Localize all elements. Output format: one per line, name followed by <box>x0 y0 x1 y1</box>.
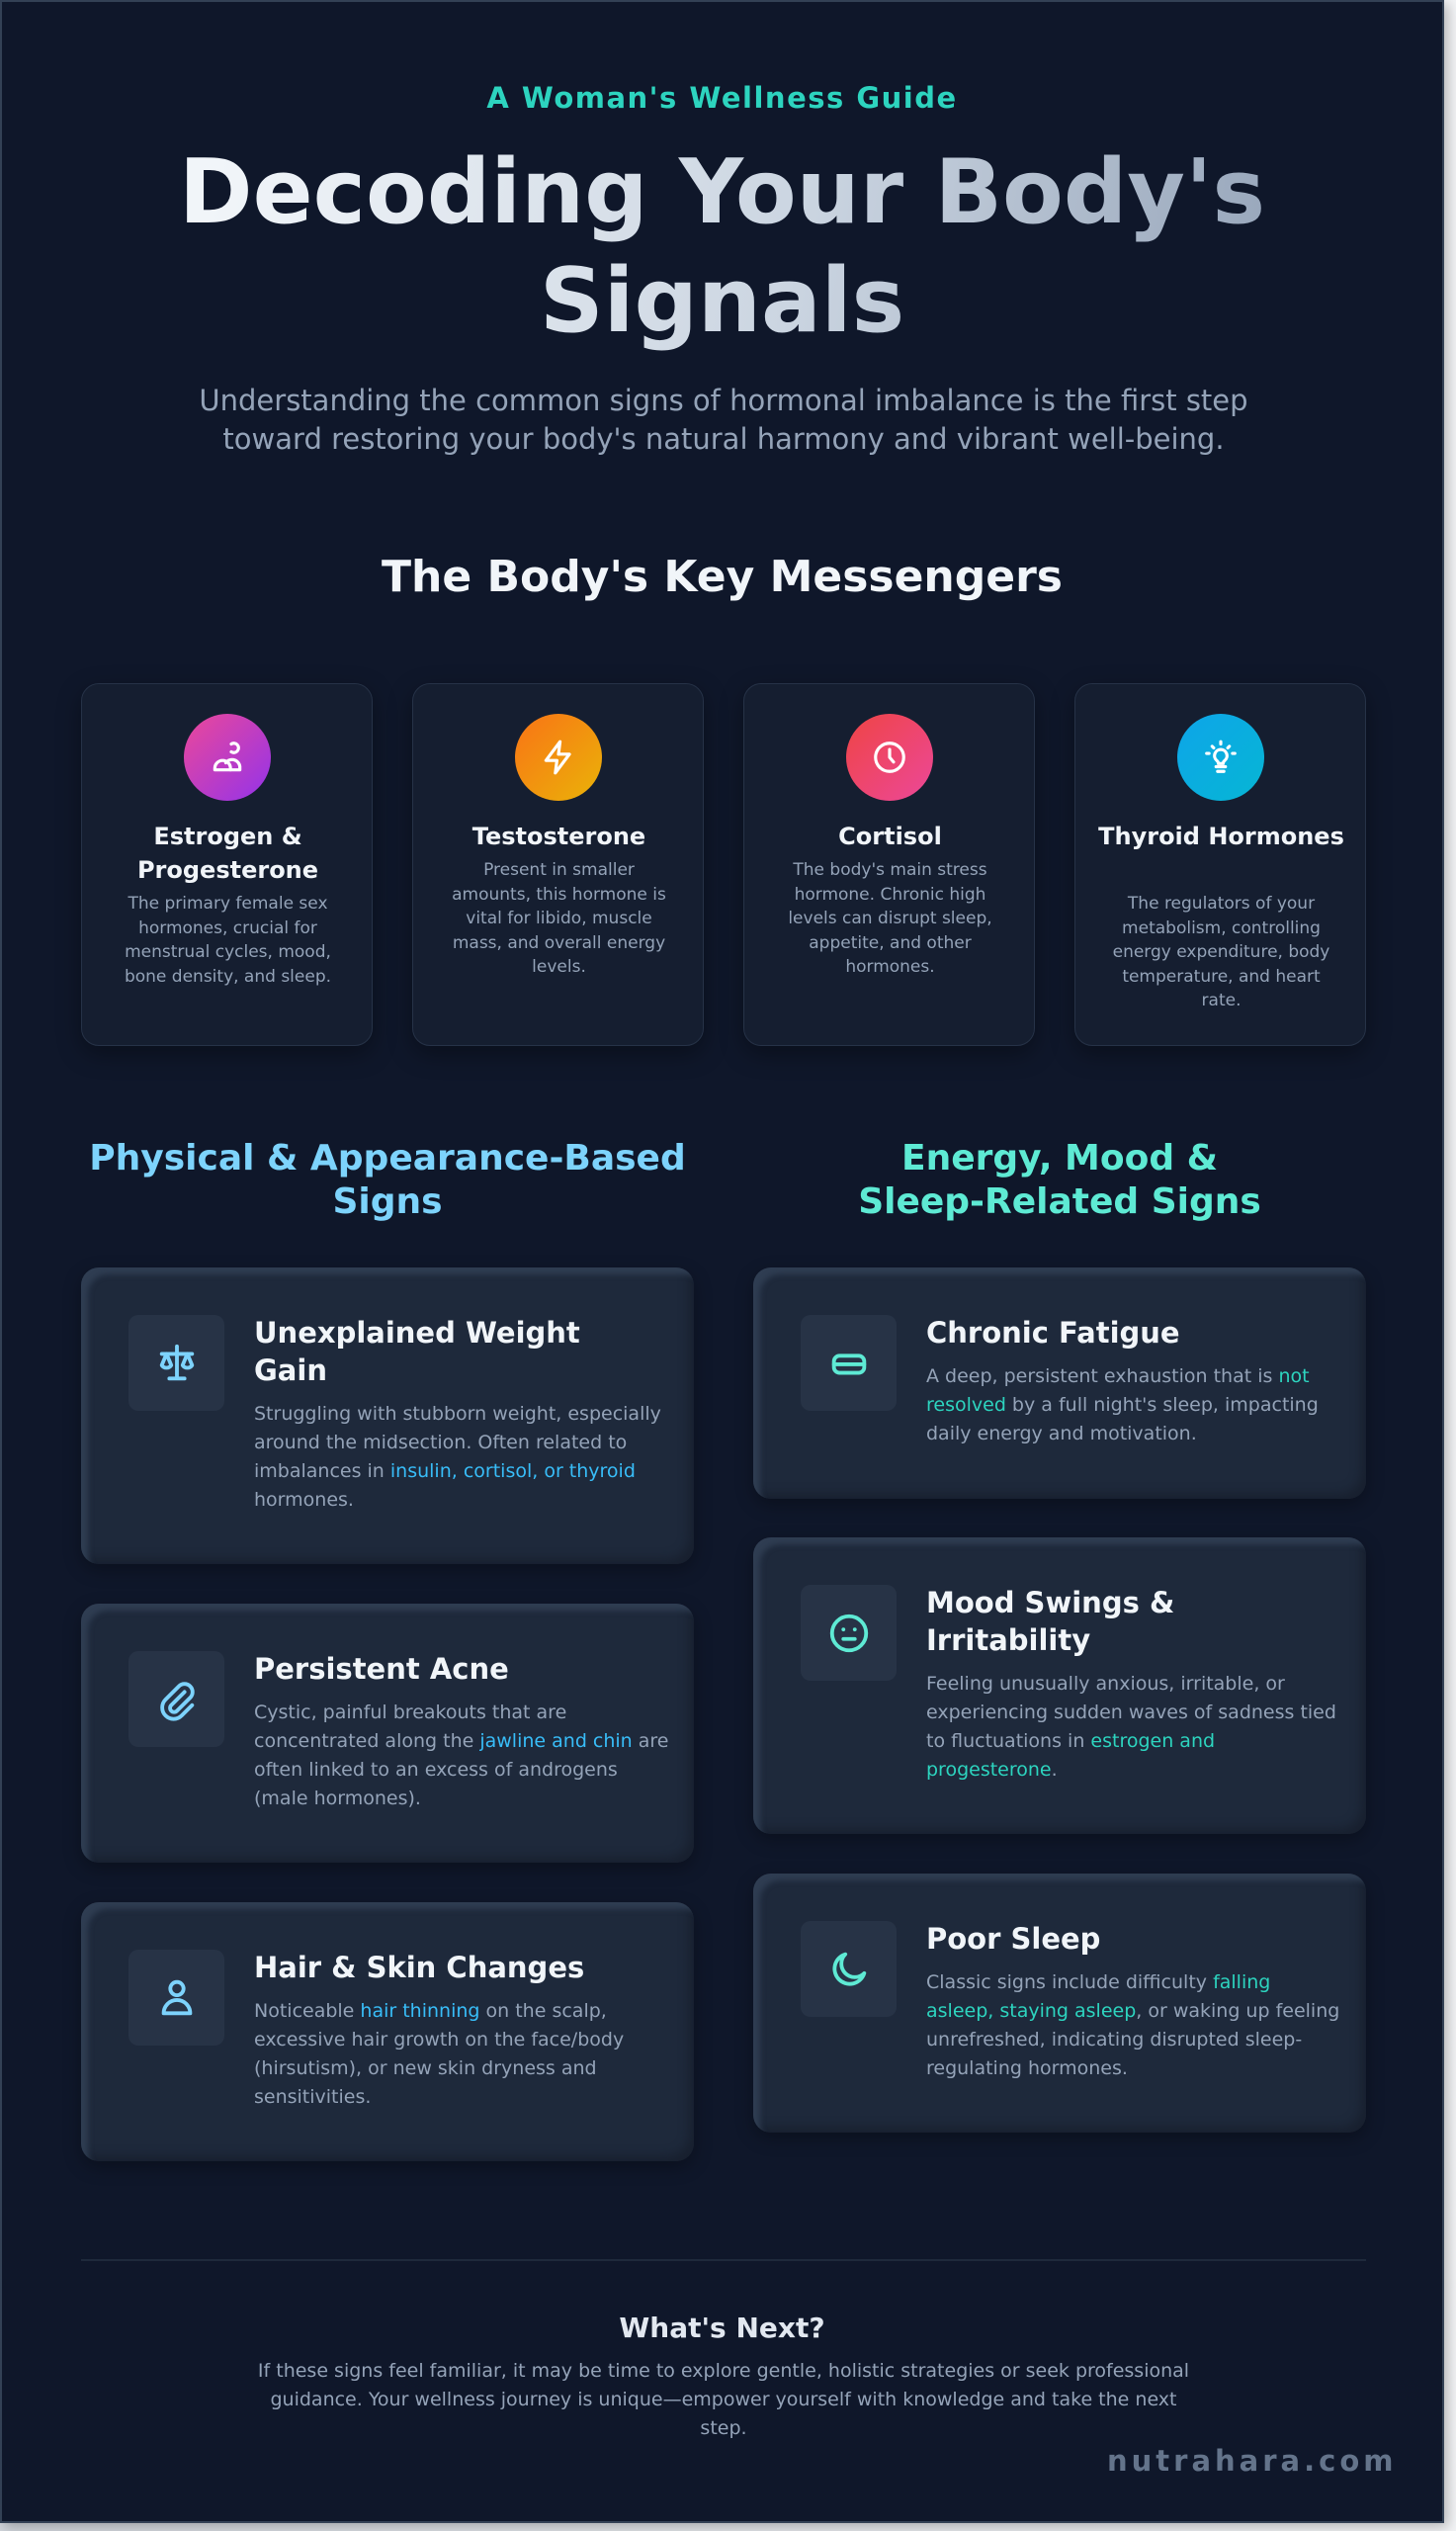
messengers-title: The Body's Key Messengers <box>382 552 1063 602</box>
hormone-description: Present in smaller amounts, this hormone… <box>452 860 666 977</box>
hormone-name: Estrogen & Progesterone <box>136 823 319 884</box>
eyebrow-label: A Woman's Wellness Guide <box>486 81 958 115</box>
physical-signs-heading: Physical & Appearance-Based Signs <box>89 1138 686 1222</box>
sign-card-mood: Mood Swings & Irritability Feeling unusu… <box>753 1537 1366 1834</box>
lightbulb-icon <box>1177 714 1264 801</box>
page-title-line-2: Signals <box>539 249 905 353</box>
section-divider <box>81 2259 1366 2261</box>
sign-highlight: not resolved <box>926 1365 1310 1416</box>
sign-card-hair-skin: Hair & Skin Changes Noticeable hair thin… <box>81 1902 694 2161</box>
sign-description: Classic signs include difficulty falling… <box>926 1971 1340 2079</box>
page-title: Decoding Your Body's Signals <box>2 138 1442 356</box>
hormone-card-thyroid: Thyroid Hormones The regulators of your … <box>1074 683 1366 1046</box>
sign-title: Poor Sleep <box>926 1922 1101 1956</box>
sign-title: Hair & Skin Changes <box>254 1951 585 1984</box>
battery-icon <box>801 1315 897 1411</box>
hormone-name: Cortisol <box>838 823 942 850</box>
sign-highlight: estrogen and progesterone <box>926 1730 1216 1781</box>
scale-icon <box>128 1315 224 1411</box>
user-icon <box>128 1950 224 2046</box>
sign-description: Noticeable hair thinning on the scalp, e… <box>254 2000 625 2108</box>
lightning-bolt-icon <box>515 714 602 801</box>
whats-next-description: If these signs feel familiar, it may be … <box>257 2360 1190 2439</box>
hormone-card-testosterone: Testosterone Present in smaller amounts,… <box>412 683 704 1046</box>
hormone-description: The primary female sex hormones, crucial… <box>124 894 332 987</box>
face-icon <box>801 1585 897 1681</box>
clock-icon <box>846 714 933 801</box>
paperclip-icon <box>128 1651 224 1747</box>
sign-description: Cystic, painful breakouts that are conce… <box>254 1702 669 1809</box>
hormone-description: The regulators of your metabolism, contr… <box>1112 894 1330 1010</box>
page-subtitle: Understanding the common signs of hormon… <box>199 384 1248 456</box>
page-title-line-1: Decoding Your Body's <box>178 140 1266 244</box>
sign-card-fatigue: Chronic Fatigue A deep, persistent exhau… <box>753 1267 1366 1499</box>
brand-watermark: nutrahara.com <box>1107 2444 1398 2478</box>
sign-highlight: insulin, cortisol, or thyroid <box>389 1460 636 1482</box>
sign-card-acne: Persistent Acne Cystic, painful breakout… <box>81 1604 694 1863</box>
whats-next-title: What's Next? <box>619 2312 825 2344</box>
sign-title: Mood Swings & Irritability <box>926 1586 1175 1657</box>
hormone-card-cortisol: Cortisol The body's main stress hormone.… <box>743 683 1035 1046</box>
moon-icon <box>801 1921 897 2017</box>
sign-description: Struggling with stubborn weight, especia… <box>254 1403 661 1511</box>
sign-title: Persistent Acne <box>254 1652 509 1686</box>
sign-title: Unexplained Weight Gain <box>254 1316 580 1387</box>
sign-description: A deep, persistent exhaustion that is no… <box>926 1365 1319 1444</box>
hormone-name: Testosterone <box>471 823 646 850</box>
hormone-card-estrogen: Estrogen & Progesterone The primary fema… <box>81 683 373 1046</box>
users-icon <box>184 714 271 801</box>
sign-title: Chronic Fatigue <box>926 1316 1180 1350</box>
sign-highlight: hair thinning <box>360 2000 480 2022</box>
sign-card-weight-gain: Unexplained Weight Gain Struggling with … <box>81 1267 694 1564</box>
sign-highlight: jawline and chin <box>479 1730 633 1752</box>
sign-highlight: falling asleep, staying asleep <box>926 1971 1271 2022</box>
sign-card-sleep: Poor Sleep Classic signs include difficu… <box>753 1874 1366 2133</box>
hormone-name: Thyroid Hormones <box>1098 823 1344 850</box>
sign-description: Feeling unusually anxious, irritable, or… <box>926 1673 1336 1781</box>
energy-signs-heading: Energy, Mood & Sleep-Related Signs <box>858 1138 1261 1222</box>
hormone-description: The body's main stress hormone. Chronic … <box>788 860 992 977</box>
hormone-cards: Estrogen & Progesterone The primary fema… <box>81 683 1366 1046</box>
